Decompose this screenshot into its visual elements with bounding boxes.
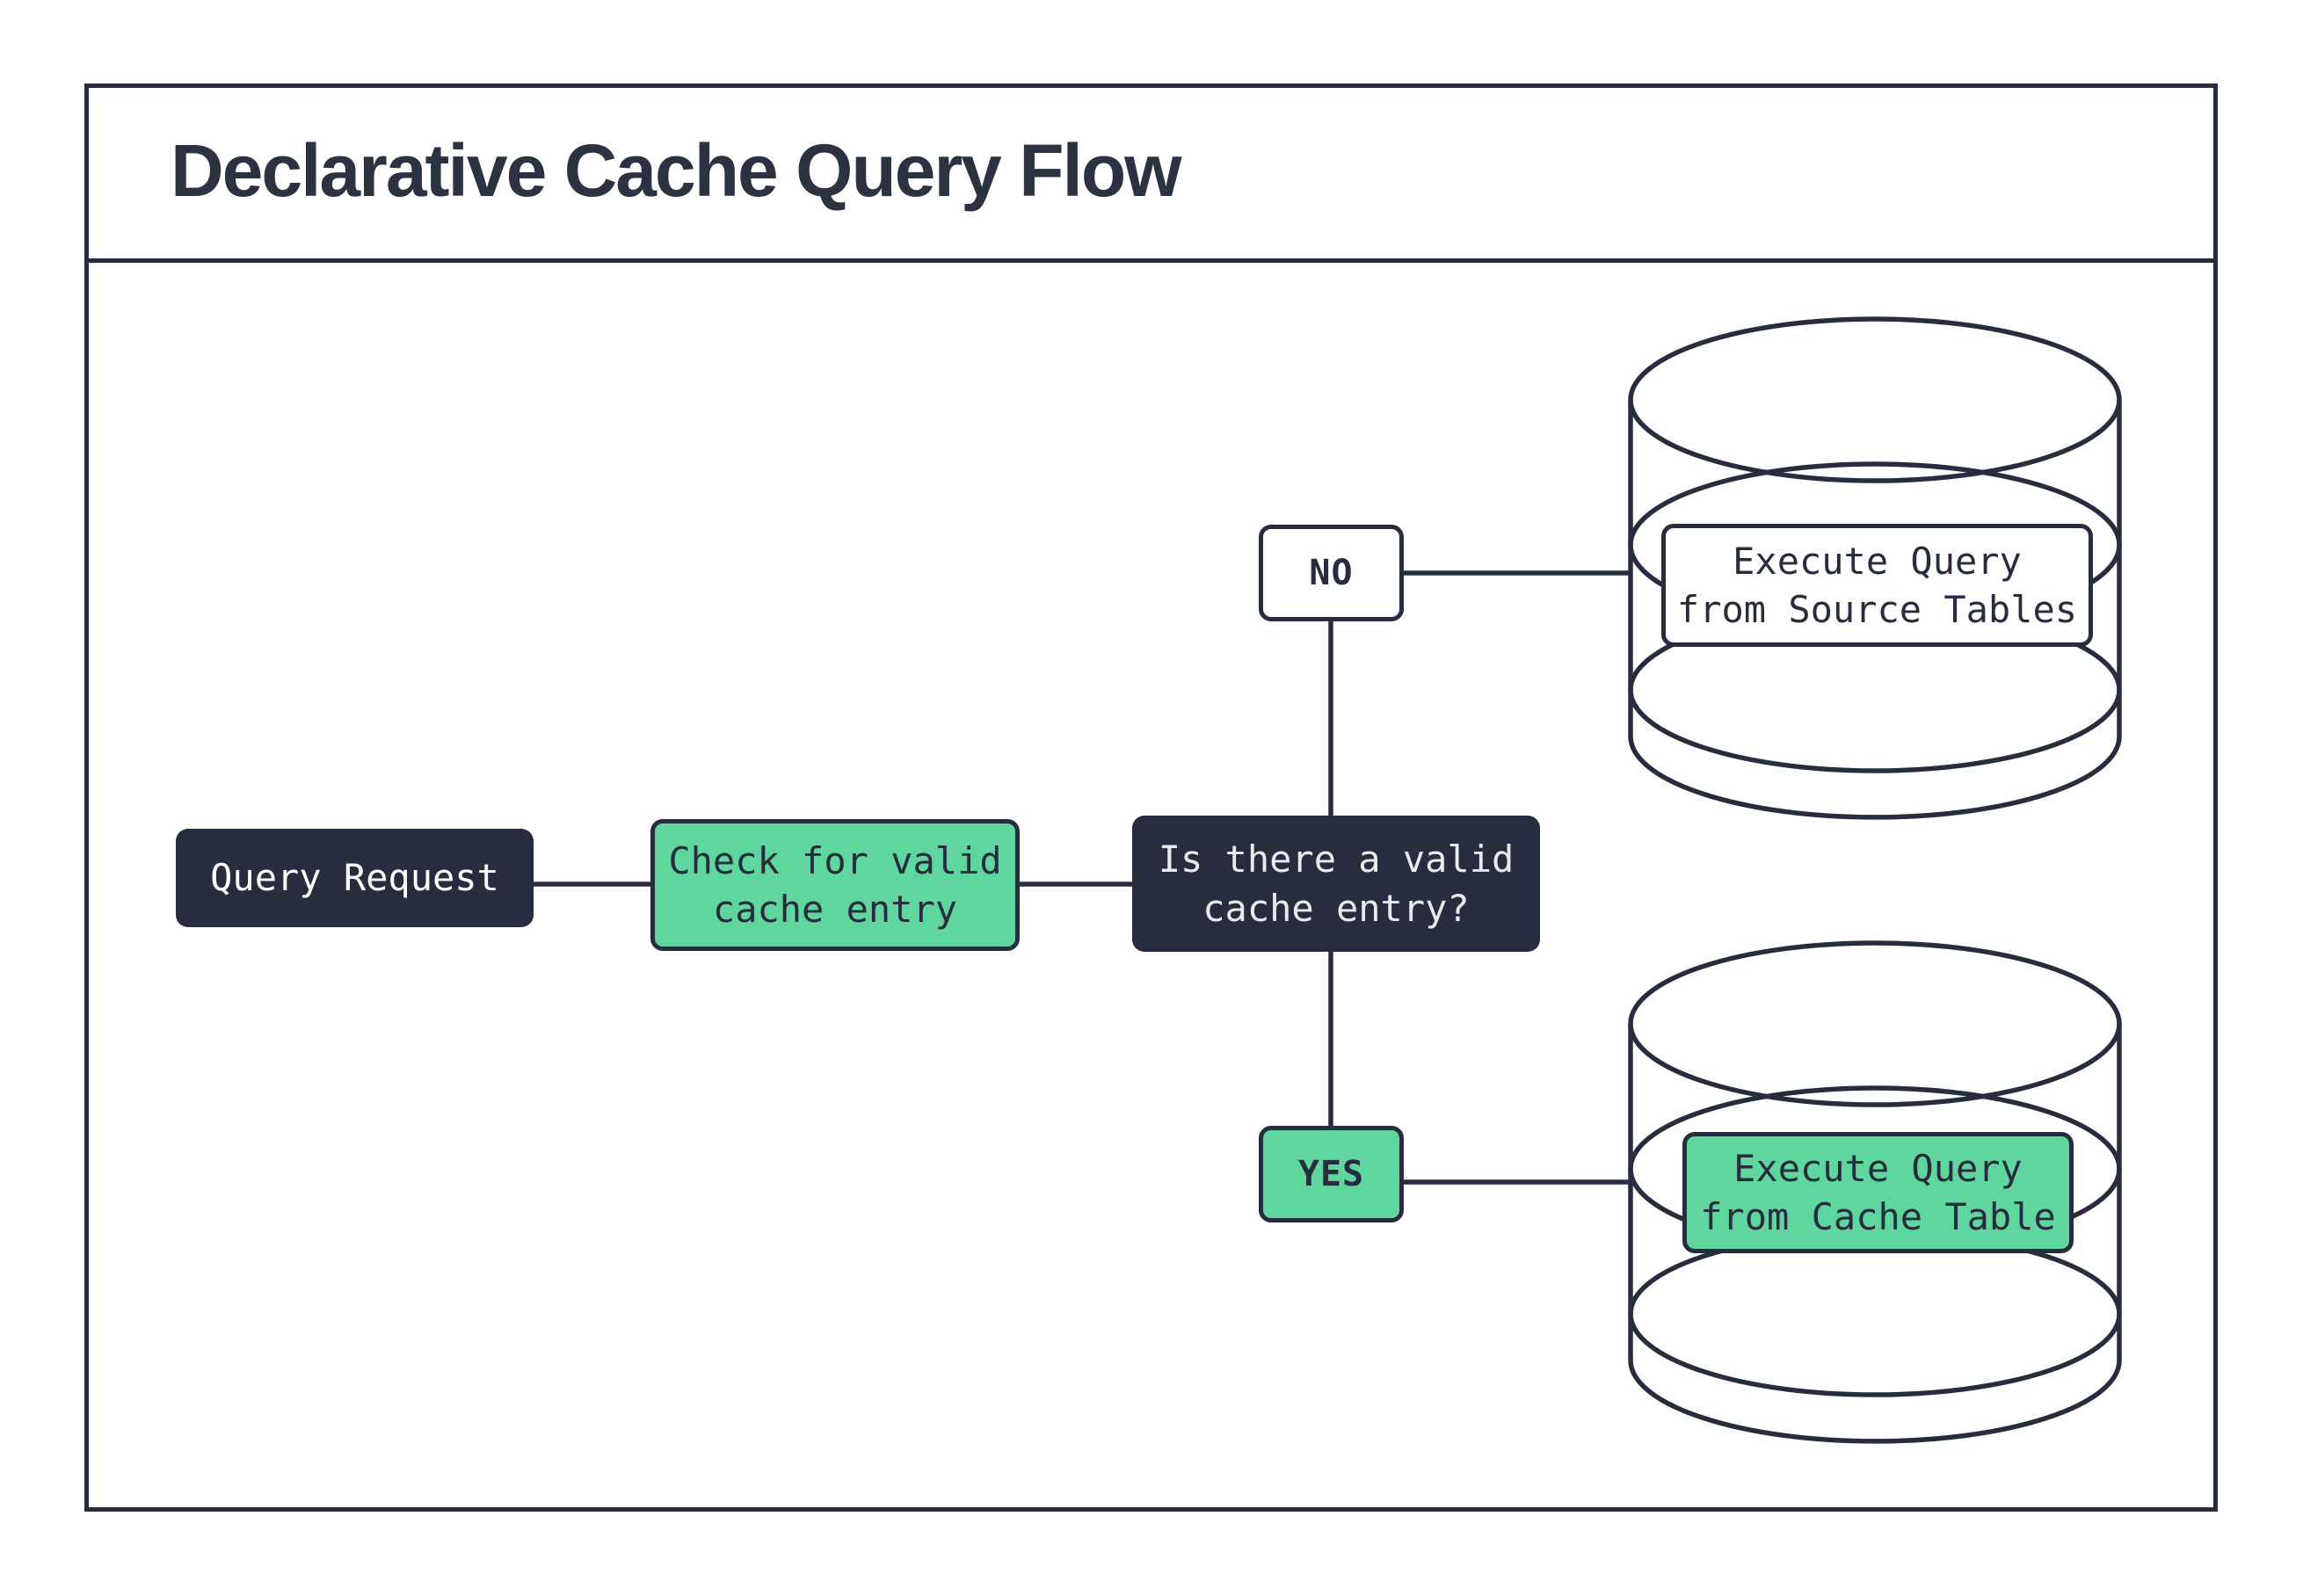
page-title: Declarative Cache Query Flow [171,129,1182,212]
diagram-frame [84,83,2218,1512]
node-decision-valid-cache: Is there a valid cache entry? [1132,816,1540,952]
node-check-cache-entry: Check for valid cache entry [650,819,1020,951]
node-execute-query-source: Execute Query from Source Tables [1661,524,2093,647]
branch-label-no: NO [1259,525,1404,621]
connector-lines [534,570,1632,1185]
node-query-request: Query Request [176,829,534,927]
title-band: Declarative Cache Query Flow [84,83,2218,263]
branch-label-yes: YES [1259,1126,1404,1222]
node-execute-query-cache: Execute Query from Cache Table [1682,1132,2074,1253]
